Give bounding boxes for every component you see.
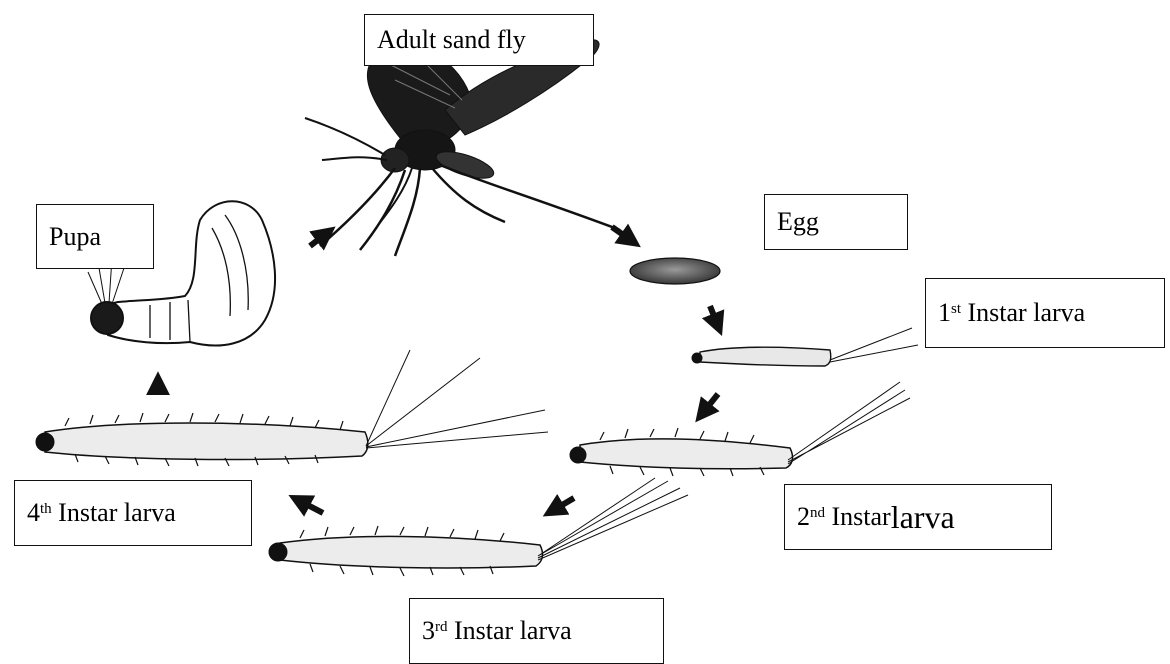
label-third-text: Instar larva — [454, 616, 572, 646]
label-fourth-sup: th — [40, 501, 52, 518]
label-pupa-text: Pupa — [49, 222, 101, 252]
label-first-sup: st — [951, 301, 961, 318]
label-second-num: 2 — [797, 502, 810, 532]
label-adult-sand-fly: Adult sand fly — [364, 14, 594, 66]
arrow-adult-to-egg — [612, 227, 632, 241]
arrow-egg-to-first-larva — [710, 306, 718, 326]
label-third-sup: rd — [435, 619, 448, 636]
arrow-second-to-third-larva — [552, 498, 574, 511]
label-adult-text: Adult sand fly — [377, 25, 526, 55]
label-egg-text: Egg — [777, 207, 819, 237]
label-second-text-a: Instar — [832, 502, 891, 532]
label-pupa: Pupa — [36, 204, 154, 269]
label-first-num: 1 — [938, 298, 951, 328]
label-fourth-num: 4 — [27, 498, 40, 528]
adult-sand-fly-illustration — [305, 40, 620, 256]
arrow-first-to-second-larva — [702, 394, 718, 414]
label-egg: Egg — [764, 194, 908, 250]
label-second-sup: nd — [810, 505, 825, 522]
label-third-num: 3 — [422, 616, 435, 646]
label-second-text-b: larva — [891, 499, 955, 536]
arrow-pupa-to-adult — [310, 233, 327, 246]
arrow-third-to-fourth-larva — [298, 500, 323, 513]
label-fourth-text: Instar larva — [58, 498, 176, 528]
egg-illustration — [630, 258, 720, 284]
fourth-instar-larva-illustration — [36, 350, 548, 466]
second-instar-larva-illustration — [570, 382, 910, 476]
label-first-text: Instar larva — [968, 298, 1086, 328]
third-instar-larva-illustration — [269, 478, 688, 576]
first-instar-larva-illustration — [692, 328, 918, 366]
